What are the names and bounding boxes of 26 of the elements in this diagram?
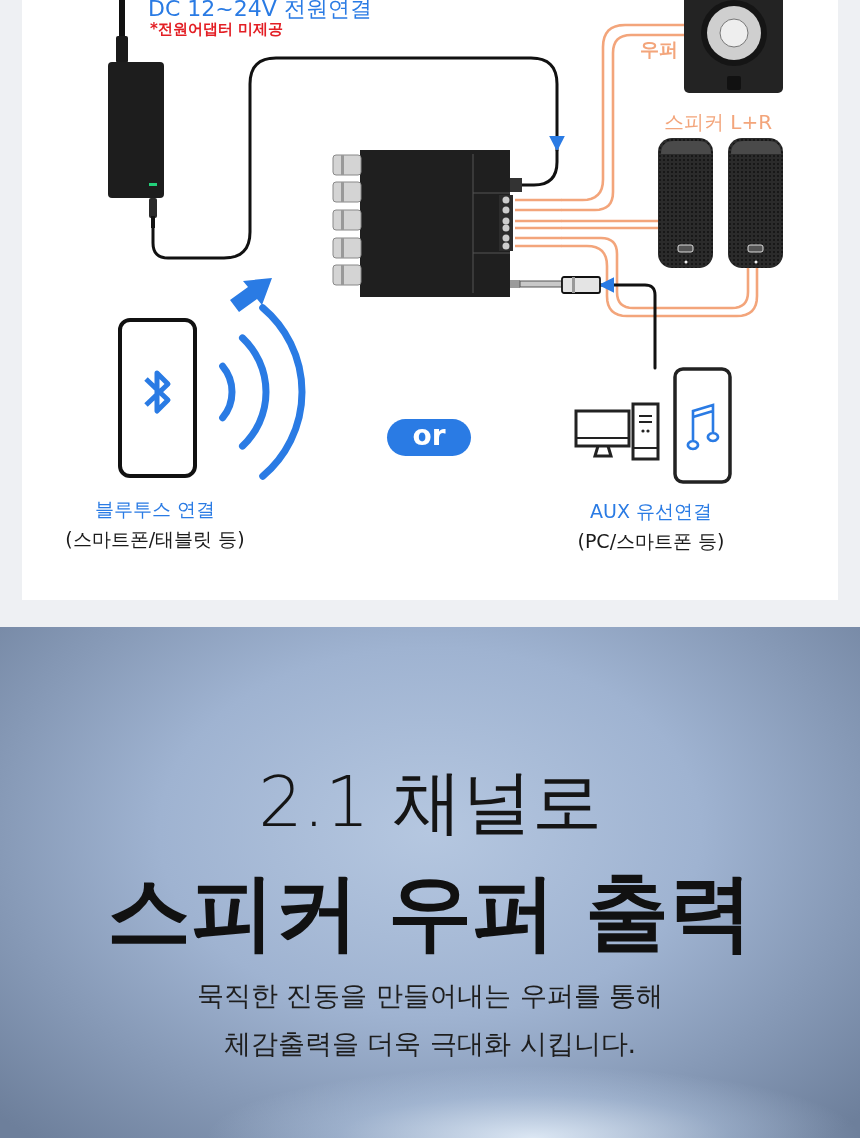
node-label: DC 12~24V 전원연결 (148, 0, 372, 22)
choice-badge: or (387, 419, 471, 456)
caption: AUX 유선연결 (589, 500, 713, 523)
node-label: (스마트폰/태블릿 등) (64, 528, 246, 551)
heading: 2.1 채널로 (257, 760, 603, 844)
audio-plug-drawing (562, 276, 600, 294)
speaker-wire (560, 244, 759, 318)
audio-cable (598, 277, 657, 370)
speaker-drawing (658, 138, 714, 268)
woofer-speaker-drawing (684, 0, 783, 93)
caption: 스피커 L+R (664, 110, 773, 134)
smartphone-drawing (673, 367, 732, 484)
speaker-wire (560, 219, 660, 223)
amplifier-board-drawing (333, 150, 562, 297)
description: 묵직한 진동을 만들어내는 우퍼를 통해 체감출력을 더욱 극대화 시킵니다. (195, 979, 665, 1061)
smartphone-drawing (118, 318, 197, 478)
speaker-wire (560, 236, 750, 310)
node-label: 우퍼 (640, 38, 678, 61)
speaker-wire (560, 226, 660, 230)
desktop-computer-drawing (573, 400, 661, 462)
power-cable (151, 56, 565, 260)
heading: 스피커 우퍼 출력 (105, 862, 755, 963)
node-label: 블루투스 연결 (93, 498, 216, 521)
caption: (PC/스마트폰 등) (576, 530, 726, 553)
speaker-drawing (728, 138, 783, 268)
node-label: *전원어댑터 미제공 (150, 20, 284, 38)
